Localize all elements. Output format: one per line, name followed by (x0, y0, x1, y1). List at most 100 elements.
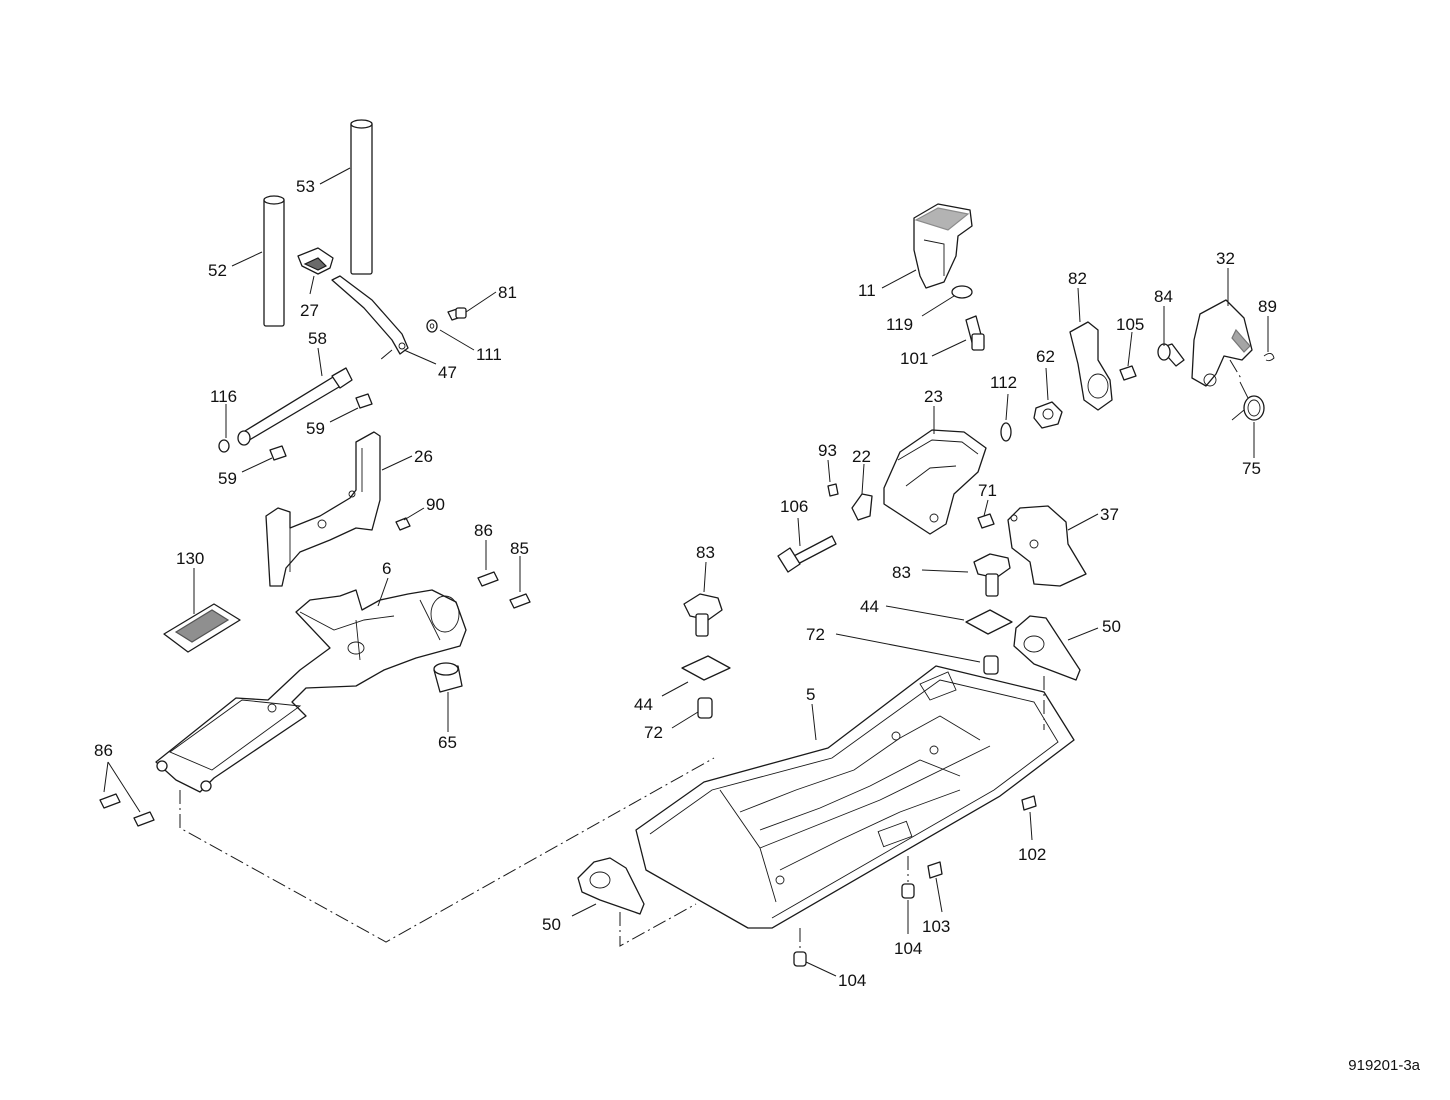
callout-106: 106 (780, 497, 808, 516)
leader-lines (103, 167, 1269, 977)
part-23-guard (883, 429, 987, 535)
callout-59-a: 59 (306, 419, 325, 438)
part-105-screw (1119, 365, 1137, 381)
callout-52: 52 (208, 261, 227, 280)
callout-105: 105 (1116, 315, 1144, 334)
callout-22: 22 (852, 447, 871, 466)
callout-81: 81 (498, 283, 517, 302)
callout-5: 5 (806, 685, 815, 704)
callout-86-b: 86 (94, 741, 113, 760)
callout-75: 75 (1242, 459, 1261, 478)
callout-83-b: 83 (892, 563, 911, 582)
callout-58: 58 (308, 329, 327, 348)
callout-26: 26 (414, 447, 433, 466)
part-65-bushing (433, 662, 463, 693)
part-82-lever (1069, 321, 1113, 411)
callout-71: 71 (978, 481, 997, 500)
callout-6: 6 (382, 559, 391, 578)
part-37-plate (1007, 505, 1087, 587)
callout-44-a: 44 (634, 695, 653, 714)
callout-50-a: 50 (542, 915, 561, 934)
part-62-nut (1033, 401, 1063, 429)
callout-90: 90 (426, 495, 445, 514)
part-85-pin (509, 593, 531, 609)
callout-116: 116 (210, 387, 237, 406)
callout-50-b: 50 (1102, 617, 1121, 636)
part-59-pin-a (355, 393, 373, 409)
part-116-ring (218, 439, 230, 453)
part-90-screw (395, 517, 411, 531)
callout-32: 32 (1216, 249, 1235, 268)
part-72-sleeve-b (983, 655, 999, 675)
callout-44-b: 44 (860, 597, 879, 616)
part-83-knob-a (683, 593, 723, 637)
callout-23: 23 (924, 387, 943, 406)
callout-82: 82 (1068, 269, 1087, 288)
callout-65: 65 (438, 733, 457, 752)
part-32-clamp (1191, 299, 1253, 387)
drawing-number: 919201-3a (1348, 1057, 1420, 1074)
callout-84: 84 (1154, 287, 1173, 306)
part-93-screw (827, 483, 839, 497)
part-5-table (635, 665, 1075, 929)
part-44-clip-a (681, 655, 731, 681)
part-119-washer (951, 285, 973, 299)
callout-62: 62 (1036, 347, 1055, 366)
alignment-lines (179, 349, 1243, 950)
part-50-endcap-a (577, 857, 645, 915)
callout-104-b: 104 (838, 971, 866, 990)
callout-93: 93 (818, 441, 837, 460)
part-104-sleeve-a (901, 883, 915, 899)
part-106-bolt (777, 535, 837, 573)
part-83-knob-b (973, 553, 1011, 597)
callout-103: 103 (922, 917, 950, 936)
callout-59-b: 59 (218, 469, 237, 488)
part-84-pin (1157, 343, 1185, 367)
callout-72-b: 72 (806, 625, 825, 644)
callout-101: 101 (900, 349, 928, 368)
part-52-rod (263, 195, 285, 327)
part-53-rod (350, 119, 373, 275)
part-72-sleeve-a (697, 697, 713, 719)
callout-86-a: 86 (474, 521, 493, 540)
callout-47: 47 (438, 363, 457, 382)
part-71-pin (977, 513, 995, 529)
callout-89: 89 (1258, 297, 1277, 316)
part-86-pin-c (133, 811, 155, 827)
part-59-pin-b (269, 445, 287, 461)
callout-119: 119 (886, 315, 913, 334)
callout-104-a: 104 (894, 939, 922, 958)
part-112-washer (1000, 422, 1012, 442)
part-6-arm (155, 589, 467, 793)
callout-130: 130 (176, 549, 204, 568)
part-26-bracket (265, 431, 381, 587)
part-75-spring (1231, 381, 1265, 421)
part-101-bolt (965, 315, 985, 351)
part-11-knob (913, 203, 973, 289)
part-27-cap (297, 247, 334, 275)
callout-72-a: 72 (644, 723, 663, 742)
part-58-shaft (237, 367, 353, 446)
part-44-clip-b (965, 609, 1013, 635)
callout-37: 37 (1100, 505, 1119, 524)
callout-112: 112 (990, 373, 1017, 392)
callout-102: 102 (1018, 845, 1046, 864)
part-81-screw (447, 307, 467, 321)
part-103-screw (927, 861, 943, 879)
part-50-endcap-b (1013, 615, 1081, 681)
part-86-pin-b (99, 793, 121, 809)
part-47-lever (331, 275, 409, 355)
part-22-clip (851, 493, 873, 521)
callout-11: 11 (858, 281, 876, 300)
callout-27: 27 (300, 301, 319, 320)
part-86-pin-a (477, 571, 499, 587)
part-130-label (163, 603, 241, 653)
part-111-washer (426, 319, 438, 333)
callout-labels: 53 52 27 81 111 58 47 116 59 59 26 90 13… (94, 177, 1277, 990)
part-102-screw (1021, 795, 1037, 811)
callout-111: 111 (476, 345, 502, 364)
part-104-sleeve-b (793, 951, 807, 967)
callout-85: 85 (510, 539, 529, 558)
part-89-clip (1263, 353, 1275, 362)
